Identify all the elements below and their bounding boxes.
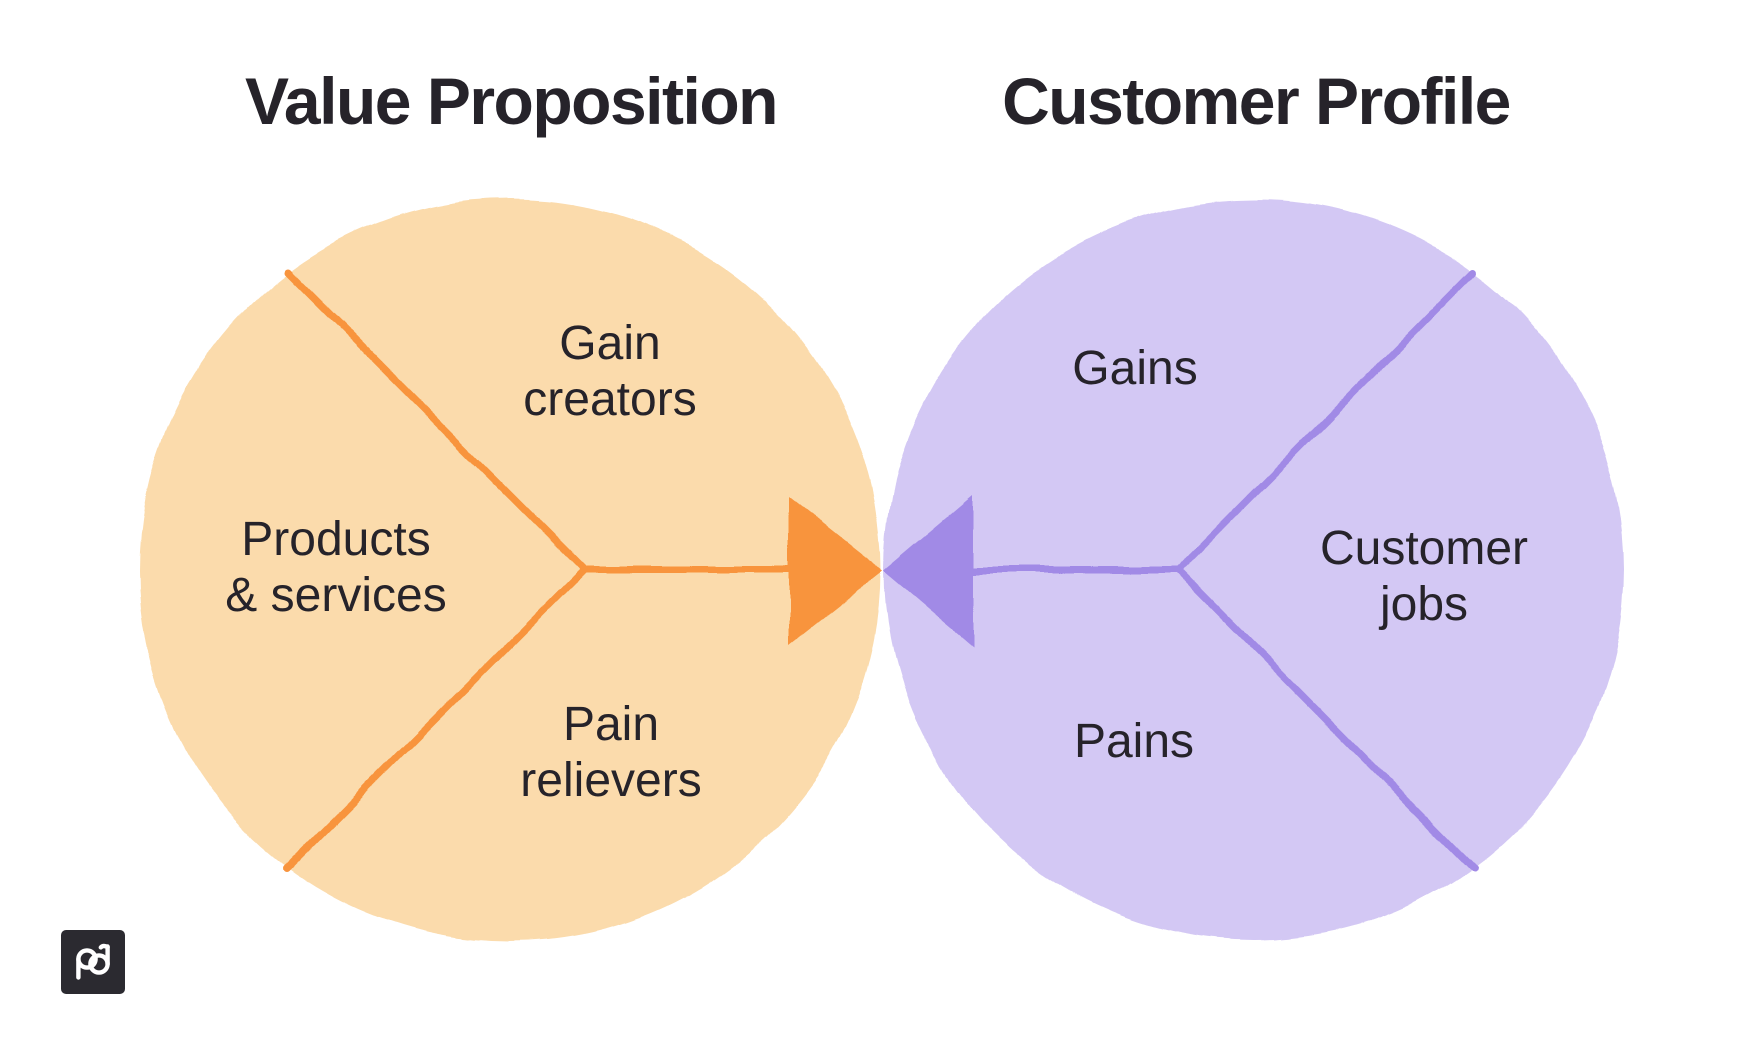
label-line: Gain: [559, 317, 661, 370]
label-line: Pains: [1073, 715, 1195, 768]
label-line: creators: [523, 373, 697, 426]
divider-pains: [1174, 566, 1477, 872]
value-proposition-circle: [139, 199, 881, 941]
label-line: jobs: [1379, 578, 1469, 631]
customer-jobs-label: Customer jobs: [1320, 521, 1528, 633]
label-line: Customer: [1319, 522, 1529, 575]
gains-label: Gains: [1072, 341, 1197, 397]
divider-pain-relievers: [283, 566, 588, 872]
products-services-label: Products & services: [225, 512, 446, 624]
divider-gain-creators: [283, 268, 588, 574]
customer-profile-title: Customer Profile: [1002, 64, 1511, 138]
label-line: Pain: [562, 698, 660, 751]
purple-arrow-icon: [884, 496, 973, 646]
customer-profile-circle: [884, 200, 1624, 940]
pain-relievers-label: Pain relievers: [520, 697, 701, 809]
label-line: relievers: [520, 754, 702, 807]
pains-label: Pains: [1074, 714, 1194, 770]
label-line: Gains: [1072, 342, 1198, 395]
label-line: Products: [241, 513, 431, 566]
divider-gains: [1174, 268, 1477, 574]
pandadoc-logo: [61, 930, 125, 994]
label-line: & services: [225, 569, 447, 622]
gain-creators-label: Gain creators: [523, 316, 696, 428]
logo-pd-monogram-icon: [76, 943, 110, 980]
value-proposition-title: Value Proposition: [245, 64, 778, 138]
orange-arrow-icon: [788, 496, 883, 646]
